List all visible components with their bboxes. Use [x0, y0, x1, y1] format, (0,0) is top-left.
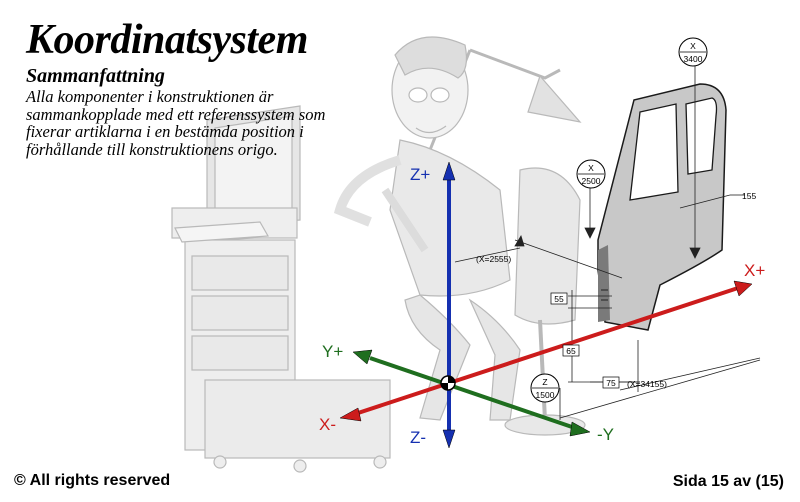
- z-negative-label: Z-: [410, 428, 426, 447]
- callout-x3400: X 3400: [678, 37, 708, 67]
- y-negative-label: -Y: [597, 425, 614, 444]
- copyright-notice: © All rights reserved: [14, 472, 171, 489]
- callout-x3400-axis: X: [690, 41, 696, 51]
- dimension-75: 75: [602, 376, 620, 389]
- office-worker-illustration: [171, 36, 586, 473]
- y-positive-label: Y+: [322, 342, 343, 361]
- slide-subtitle: Sammanfattning: [26, 65, 165, 87]
- z-negative-arrowhead: [442, 429, 456, 449]
- dimension-lines: [454, 64, 761, 420]
- page-number: Sida 15 av (15): [672, 473, 784, 490]
- callout-x2500: X 2500: [576, 159, 606, 189]
- y-axis: [352, 349, 591, 437]
- dimension-75-label: 75: [606, 378, 616, 388]
- x-negative-arrowhead: [339, 407, 362, 422]
- dimension-155: 155: [742, 191, 756, 201]
- x-positive-label: X+: [744, 261, 765, 280]
- dimension-65-label: 65: [566, 346, 576, 356]
- y-negative-arrowhead: [569, 421, 591, 437]
- callout-x2500-axis: X: [588, 163, 594, 173]
- x-negative-label: X-: [319, 415, 336, 434]
- x-axis: [339, 280, 753, 422]
- z-positive-arrowhead: [442, 161, 456, 181]
- y-positive-arrowhead: [352, 349, 373, 365]
- slide-title: Koordinatsystem: [26, 17, 308, 63]
- x-positive-arrowhead: [733, 280, 753, 297]
- dimension-x34155: (X=34155): [627, 379, 667, 389]
- slide-body-text: Alla komponenter i konstruktionen är sam…: [26, 87, 326, 159]
- callout-z1500: Z 1500: [530, 373, 560, 403]
- callout-z1500-value: 1500: [536, 390, 555, 400]
- origin-marker: [440, 375, 456, 391]
- dimension-55: 55: [550, 292, 568, 305]
- dimension-55-label: 55: [554, 294, 564, 304]
- dimension-65: 65: [562, 344, 580, 357]
- dimension-x2555: (X=2555): [476, 254, 511, 264]
- z-positive-label: Z+: [410, 165, 430, 184]
- callout-x3400-value: 3400: [684, 54, 703, 64]
- door-panel: [597, 83, 727, 331]
- callout-z1500-axis: Z: [542, 377, 547, 387]
- callout-x2500-value: 2500: [582, 176, 601, 186]
